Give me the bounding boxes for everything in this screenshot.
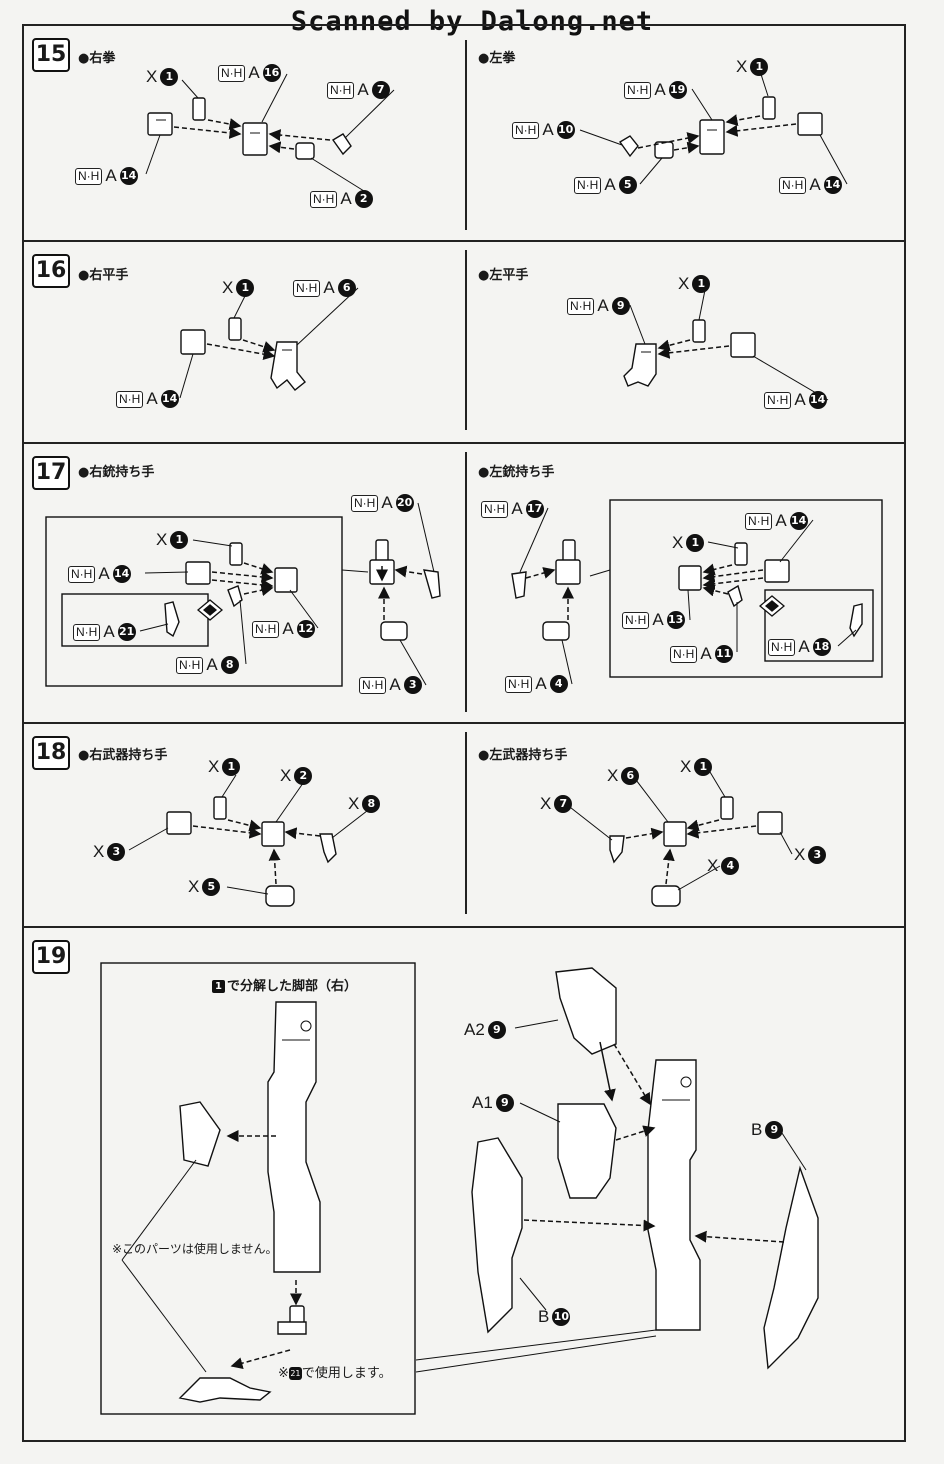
step-number: 15	[32, 38, 70, 72]
use-later-note: ※21で使用します。	[278, 1366, 392, 1381]
step-title-left: ●右武器持ち手	[78, 748, 168, 763]
column-divider	[465, 40, 467, 230]
column-divider	[465, 732, 467, 914]
step-number: 18	[32, 736, 70, 770]
step-number: 16	[32, 254, 70, 288]
divider	[22, 722, 906, 724]
unused-part-note: ※このパーツは使用しません。	[112, 1242, 278, 1256]
step-title-left: ●右銃持ち手	[78, 465, 155, 480]
step-title-right: ●左平手	[478, 268, 529, 283]
column-divider	[465, 250, 467, 430]
step-title-right: ●左銃持ち手	[478, 465, 555, 480]
step-title-left: ●右拳	[78, 51, 116, 66]
step-number: 19	[32, 940, 70, 974]
divider	[22, 926, 906, 928]
step-title-left: ●右平手	[78, 268, 129, 283]
step-title-right: ●左武器持ち手	[478, 748, 568, 763]
column-divider	[465, 452, 467, 712]
divider	[22, 240, 906, 242]
watermark-text: Scanned by Dalong.net	[290, 6, 654, 37]
divider	[22, 442, 906, 444]
instruction-frame	[22, 24, 906, 1442]
step-number: 17	[32, 456, 70, 490]
step-title-right: ●左拳	[478, 51, 516, 66]
